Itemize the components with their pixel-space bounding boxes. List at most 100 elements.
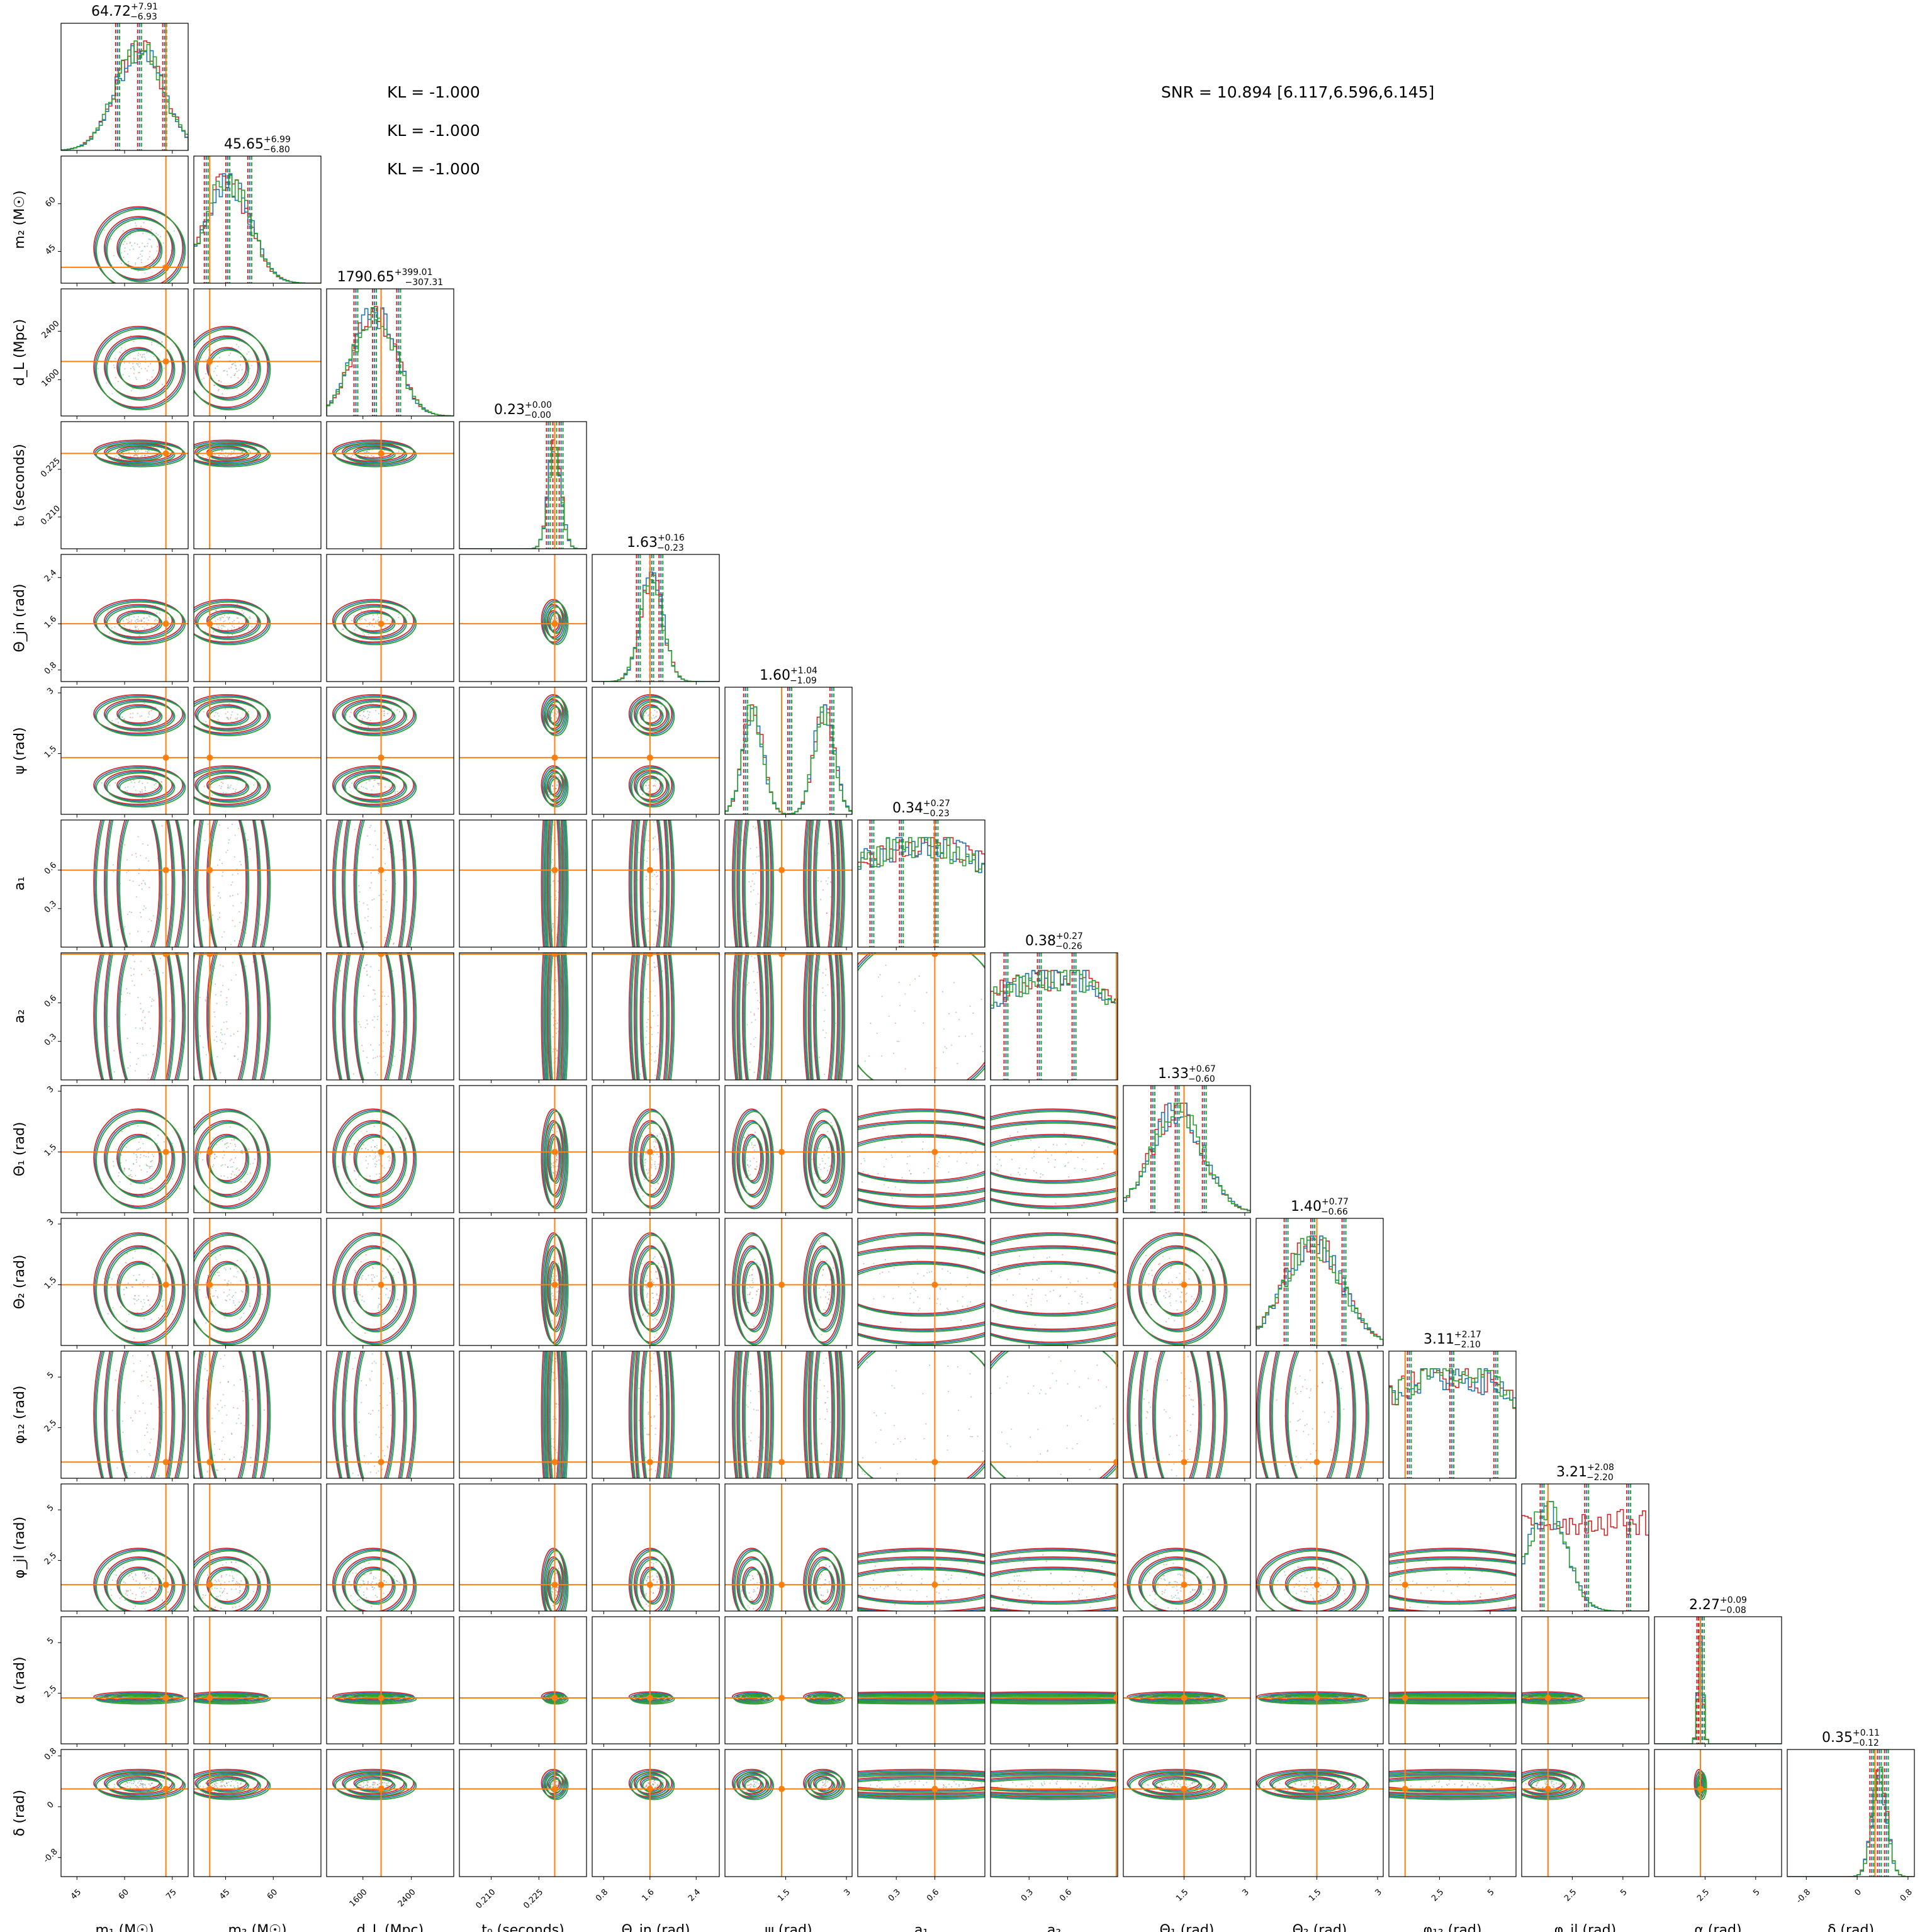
sample-point xyxy=(1019,1255,1021,1257)
sample-point xyxy=(360,981,361,982)
sample-point xyxy=(651,944,652,945)
sample-point xyxy=(149,887,150,889)
sample-point xyxy=(755,1144,756,1146)
sample-point xyxy=(378,900,379,901)
contour-series-2 xyxy=(641,705,663,725)
sample-point xyxy=(651,1010,653,1013)
hist-series-3 xyxy=(991,970,1118,1080)
sample-point xyxy=(797,1164,799,1165)
sample-point xyxy=(366,974,368,976)
sample-point xyxy=(356,777,359,779)
sample-point xyxy=(653,714,654,716)
sample-point xyxy=(551,859,553,861)
contour-series-3 xyxy=(642,820,664,947)
sample-point xyxy=(230,784,232,786)
sample-point xyxy=(746,984,748,986)
sample-point xyxy=(245,833,247,834)
sample-point xyxy=(975,1149,977,1152)
sample-point xyxy=(552,1295,554,1297)
sample-point xyxy=(384,786,386,788)
panel-a2-vs-dl xyxy=(326,900,454,1100)
contour-series-2 xyxy=(343,820,406,947)
sample-point xyxy=(559,1101,560,1103)
sample-point xyxy=(222,782,224,784)
sample-point xyxy=(230,884,232,886)
panel-frame xyxy=(326,1085,454,1213)
sample-point xyxy=(111,627,113,629)
sample-point xyxy=(376,1173,378,1175)
truth-marker xyxy=(551,754,558,761)
sample-point xyxy=(887,1186,889,1189)
hist-title-dl: 1790.65+399.01−307.31 xyxy=(337,267,443,288)
sample-point xyxy=(155,783,157,785)
sample-point xyxy=(233,947,234,948)
sample-point xyxy=(656,925,658,927)
sample-point xyxy=(135,896,137,898)
sample-point xyxy=(551,626,553,629)
sample-point xyxy=(111,1278,113,1280)
truth-marker xyxy=(778,1281,785,1288)
sample-point xyxy=(756,1161,758,1163)
contour-series-1 xyxy=(813,953,833,1080)
contour-series-1 xyxy=(93,598,184,643)
sample-point xyxy=(1031,1157,1033,1159)
y-tick-label: 3 xyxy=(45,686,55,696)
sample-point xyxy=(238,621,240,623)
sample-point xyxy=(226,371,228,373)
contour-series-2 xyxy=(343,605,406,639)
sample-point xyxy=(238,828,240,829)
sample-point xyxy=(754,1132,756,1133)
sample-point xyxy=(389,1077,391,1079)
sample-point xyxy=(142,356,143,358)
sample-point xyxy=(150,229,152,231)
sample-point xyxy=(750,931,752,934)
sample-point xyxy=(1049,1291,1052,1293)
sample-point xyxy=(652,1257,654,1259)
sample-point xyxy=(140,1169,142,1171)
sample-point xyxy=(126,1262,128,1264)
sample-point xyxy=(883,1296,885,1298)
sample-point xyxy=(386,901,388,903)
panel-a2-vs-a1 xyxy=(857,952,986,1083)
contour-series-2 xyxy=(196,1121,260,1197)
sample-point xyxy=(743,1137,745,1138)
sample-point xyxy=(357,1293,359,1295)
sample-point xyxy=(377,1306,379,1309)
sample-point xyxy=(1036,1279,1038,1281)
contour-series-3 xyxy=(197,338,261,401)
sample-point xyxy=(645,879,647,881)
sample-point xyxy=(556,785,558,787)
sample-point xyxy=(366,451,368,452)
sample-point xyxy=(1099,1272,1101,1274)
contour-series-2 xyxy=(804,1109,845,1208)
sample-point xyxy=(557,1126,559,1129)
panel-dl-vs-m2 xyxy=(193,288,322,419)
panel-content xyxy=(858,1218,985,1345)
sample-point xyxy=(384,863,386,865)
sample-point xyxy=(1047,1157,1048,1159)
sample-point xyxy=(126,243,128,245)
sample-point xyxy=(138,884,140,886)
sample-point xyxy=(369,1176,371,1177)
sample-point xyxy=(822,1274,824,1276)
contour-series-3 xyxy=(344,953,407,1080)
contour-series-2 xyxy=(194,1233,270,1344)
sample-point xyxy=(361,718,363,720)
sample-point xyxy=(828,877,829,879)
sample-point xyxy=(215,367,216,369)
sample-point xyxy=(211,1025,213,1027)
sample-point xyxy=(137,815,138,816)
sample-point xyxy=(758,870,760,872)
sample-point xyxy=(232,1300,235,1302)
sample-point xyxy=(227,718,230,721)
sample-point xyxy=(1027,1295,1030,1297)
sample-point xyxy=(233,1098,235,1099)
sample-point xyxy=(372,1099,373,1100)
sample-point xyxy=(134,357,136,359)
sample-point xyxy=(757,1008,760,1009)
sample-point xyxy=(751,880,753,882)
sample-point xyxy=(405,1137,407,1139)
sample-point xyxy=(119,351,121,353)
sample-point xyxy=(863,1262,865,1265)
